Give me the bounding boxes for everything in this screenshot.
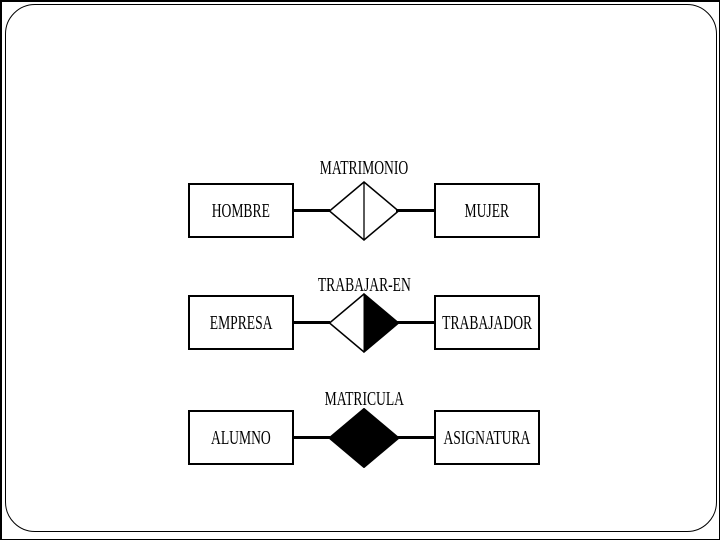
entity-box-alumno: ALUMNO: [188, 410, 294, 465]
entity-box-empresa: EMPRESA: [188, 295, 294, 350]
connector-line: [396, 436, 436, 439]
relationship-diamond-open: [328, 181, 400, 241]
er-relationship-row-matricula: ALUMNO MATRICULA ASIGNATURA: [2, 389, 719, 468]
entity-label: ALUMNO: [211, 426, 271, 449]
slide-rounded-border: [5, 4, 717, 532]
connector-line: [396, 209, 436, 212]
connector-line: [292, 436, 330, 439]
connector-line: [396, 321, 436, 324]
connector-line: [292, 321, 330, 324]
entity-label: TRABAJADOR: [442, 311, 532, 334]
er-relationship-row-matrimonio: HOMBRE MATRIMONIO MUJER: [2, 158, 719, 241]
relationship-label: MATRICULA: [324, 388, 404, 410]
entity-box-trabajador: TRABAJADOR: [434, 295, 540, 350]
relationship-label: TRABAJAR-EN: [317, 274, 411, 296]
entity-label: EMPRESA: [209, 311, 273, 334]
entity-label: ASIGNATURA: [443, 426, 531, 449]
er-relationship-row-trabajar-en: EMPRESA TRABAJAR-EN TRABAJADOR: [2, 275, 719, 353]
entity-box-asignatura: ASIGNATURA: [434, 410, 540, 465]
entity-box-mujer: MUJER: [434, 183, 540, 238]
relationship-label: MATRIMONIO: [319, 157, 409, 179]
entity-label: HOMBRE: [211, 199, 271, 222]
relationship-diamond-half-filled: [328, 293, 400, 353]
entity-label: MUJER: [464, 199, 510, 222]
entity-box-hombre: HOMBRE: [188, 183, 294, 238]
connector-line: [292, 209, 330, 212]
relationship-diamond-filled: [328, 408, 400, 468]
